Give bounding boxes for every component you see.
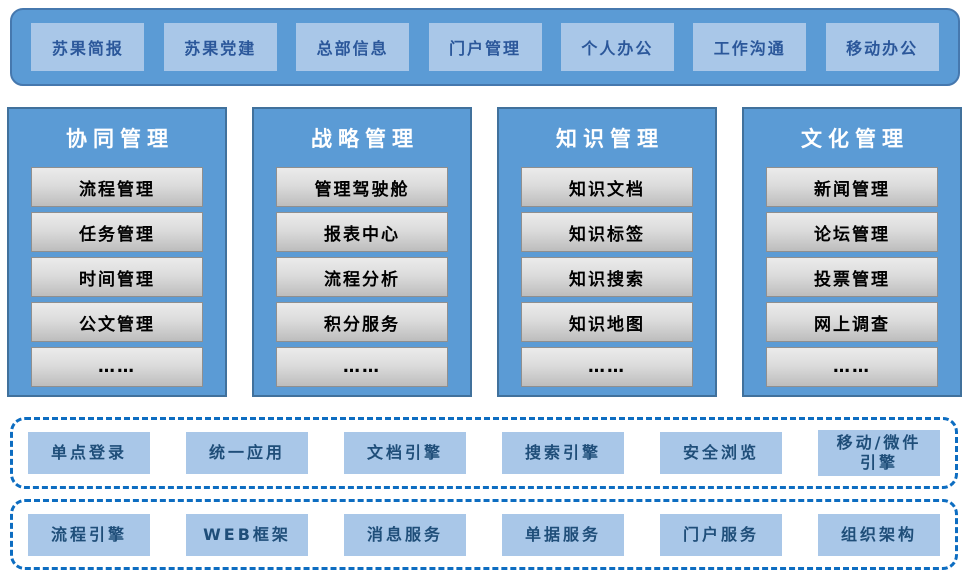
module-title: 协同管理 xyxy=(66,127,174,151)
module-item[interactable]: 公文管理 xyxy=(31,302,203,342)
module-item-more[interactable]: …… xyxy=(766,347,938,387)
platform-item-search-engine[interactable]: 搜索引擎 xyxy=(502,432,624,474)
module-item[interactable]: 新闻管理 xyxy=(766,167,938,207)
platform-item-unified-app[interactable]: 统一应用 xyxy=(186,432,308,474)
module-item[interactable]: 报表中心 xyxy=(276,212,448,252)
module-item-more[interactable]: …… xyxy=(276,347,448,387)
module-title: 战略管理 xyxy=(311,127,419,151)
platform-item-mobile-widget-engine[interactable]: 移动/微件 引擎 xyxy=(818,430,940,476)
top-nav-bar: 苏果简报 苏果党建 总部信息 门户管理 个人办公 工作沟通 移动办公 xyxy=(10,8,960,86)
platform-item-portal-service[interactable]: 门户服务 xyxy=(660,513,782,556)
module-item[interactable]: 积分服务 xyxy=(276,302,448,342)
top-nav-item-work-communication[interactable]: 工作沟通 xyxy=(693,23,807,71)
module-item[interactable]: 知识地图 xyxy=(521,302,693,342)
platform-layer-top: 单点登录 统一应用 文档引擎 搜索引擎 安全浏览 移动/微件 引擎 xyxy=(10,417,958,489)
module-panel-culture: 文化管理 新闻管理 论坛管理 投票管理 网上调查 …… xyxy=(742,107,962,397)
module-item[interactable]: 流程管理 xyxy=(31,167,203,207)
platform-item-org-structure[interactable]: 组织架构 xyxy=(818,513,940,556)
module-panel-strategy: 战略管理 管理驾驶舱 报表中心 流程分析 积分服务 …… xyxy=(252,107,472,397)
platform-layer-bottom: 流程引擎 WEB框架 消息服务 单据服务 门户服务 组织架构 xyxy=(10,499,958,570)
module-item-more[interactable]: …… xyxy=(521,347,693,387)
top-nav-item-portal-mgmt[interactable]: 门户管理 xyxy=(428,23,542,71)
module-item-more[interactable]: …… xyxy=(31,347,203,387)
module-item[interactable]: 知识文档 xyxy=(521,167,693,207)
module-item[interactable]: 网上调查 xyxy=(766,302,938,342)
module-item[interactable]: 知识搜索 xyxy=(521,257,693,297)
top-nav-item-sugo-party[interactable]: 苏果党建 xyxy=(163,23,277,71)
module-title: 知识管理 xyxy=(556,127,664,151)
module-item[interactable]: 论坛管理 xyxy=(766,212,938,252)
module-item[interactable]: 流程分析 xyxy=(276,257,448,297)
top-nav-item-mobile-office[interactable]: 移动办公 xyxy=(825,23,939,71)
module-panel-knowledge: 知识管理 知识文档 知识标签 知识搜索 知识地图 …… xyxy=(497,107,717,397)
module-panel-collaboration: 协同管理 流程管理 任务管理 时间管理 公文管理 …… xyxy=(7,107,227,397)
platform-item-sso[interactable]: 单点登录 xyxy=(28,432,150,474)
top-nav-item-hq-info[interactable]: 总部信息 xyxy=(296,23,410,71)
platform-item-workflow-engine[interactable]: 流程引擎 xyxy=(28,513,150,556)
module-title: 文化管理 xyxy=(801,127,909,151)
platform-item-web-framework[interactable]: WEB框架 xyxy=(186,513,308,556)
platform-item-form-service[interactable]: 单据服务 xyxy=(502,513,624,556)
modules-row: 协同管理 流程管理 任务管理 时间管理 公文管理 …… 战略管理 管理驾驶舱 报… xyxy=(0,107,969,397)
platform-item-message-service[interactable]: 消息服务 xyxy=(344,513,466,556)
module-item[interactable]: 任务管理 xyxy=(31,212,203,252)
top-nav-item-sugo-briefing[interactable]: 苏果简报 xyxy=(31,23,145,71)
module-item[interactable]: 管理驾驶舱 xyxy=(276,167,448,207)
top-nav-item-personal-office[interactable]: 个人办公 xyxy=(560,23,674,71)
platform-item-document-engine[interactable]: 文档引擎 xyxy=(344,432,466,474)
module-item[interactable]: 投票管理 xyxy=(766,257,938,297)
module-item[interactable]: 知识标签 xyxy=(521,212,693,252)
module-item[interactable]: 时间管理 xyxy=(31,257,203,297)
platform-item-secure-browse[interactable]: 安全浏览 xyxy=(660,432,782,474)
